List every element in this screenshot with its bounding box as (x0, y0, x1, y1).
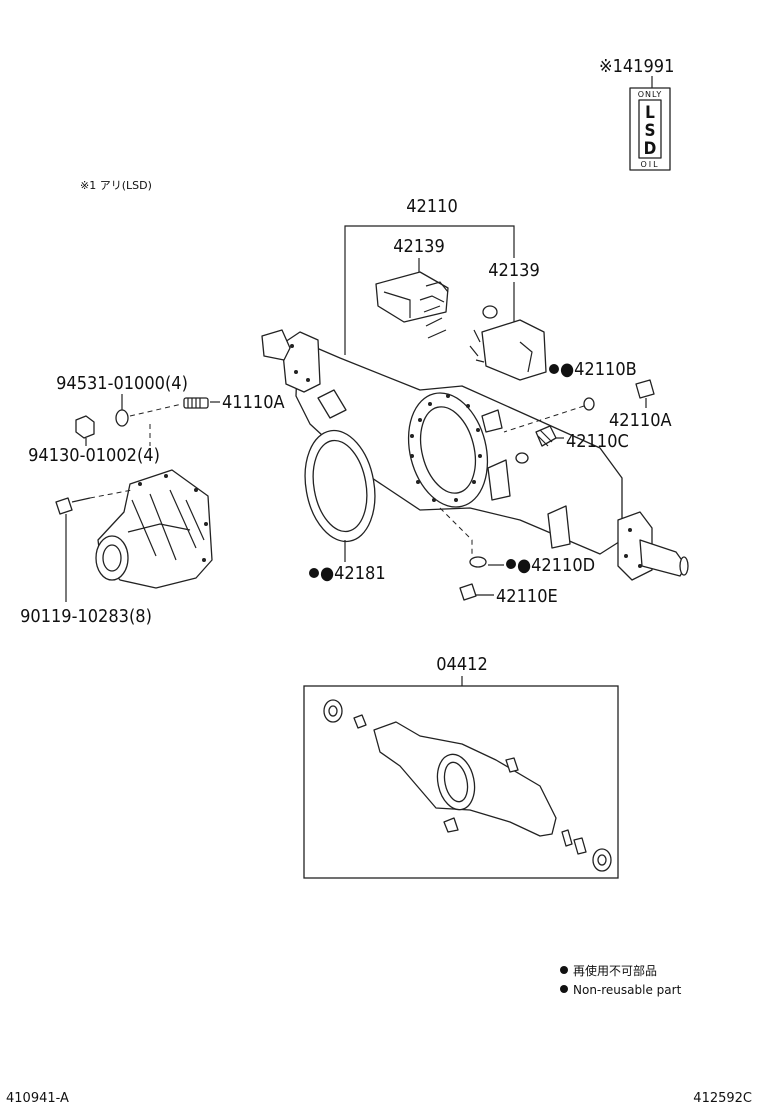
label-41991[interactable]: ※141991 (599, 56, 674, 77)
nut-94130 (75, 415, 95, 439)
carrier-gasket-42181 (304, 429, 376, 543)
differential-carrier (95, 469, 213, 589)
label-42110D[interactable]: ●42110D (517, 555, 595, 576)
legend-jp: 再使用不可部品 (573, 963, 657, 978)
svg-text:OIL: OIL (640, 160, 659, 169)
lsd-note: ※1 アリ(LSD) (80, 179, 152, 192)
gasket-42110D (469, 556, 487, 568)
label-04412[interactable]: 04412 (436, 654, 488, 675)
kit-contents (323, 699, 612, 872)
label-42110A[interactable]: 42110A (609, 410, 672, 431)
non-reusable-dot (549, 364, 559, 374)
breather-cover-right (469, 305, 547, 381)
legend-dot-en (560, 985, 568, 993)
label-42110C[interactable]: 42110C (566, 431, 629, 452)
stud-41110A (183, 397, 209, 409)
label-42139-left[interactable]: 42139 (393, 236, 445, 257)
svg-text:D: D (644, 139, 657, 159)
legend-dot-jp (560, 966, 568, 974)
svg-text:S: S (644, 121, 655, 141)
svg-text:L: L (645, 103, 655, 123)
label-42110E[interactable]: 42110E (496, 586, 558, 607)
label-94531[interactable]: 94531-01000(4) (56, 373, 188, 394)
axle-housing (261, 329, 689, 581)
label-42110B[interactable]: ●42110B (560, 359, 637, 380)
bolt-42110A (583, 379, 655, 411)
label-94130[interactable]: 94130-01002(4) (28, 445, 160, 466)
washer-94531 (115, 409, 129, 427)
code-left: 410941-A (6, 1091, 69, 1106)
legend-en: Non-reusable part (573, 983, 682, 997)
breather-plug-42110C (535, 425, 557, 447)
label-41110A[interactable]: 41110A (222, 392, 285, 413)
plug-42110E (459, 583, 477, 601)
label-90119[interactable]: 90119-10283(8) (20, 606, 152, 627)
code-right: 412592C (693, 1091, 752, 1106)
kit-box (303, 685, 619, 879)
bolt-90119 (55, 497, 91, 515)
label-42181[interactable]: ●42181 (320, 563, 386, 584)
label-42110[interactable]: 42110 (406, 196, 458, 217)
svg-text:ONLY: ONLY (638, 90, 663, 99)
breather-cover-left (375, 271, 449, 339)
label-42139-right[interactable]: 42139 (488, 260, 540, 281)
lsd-oil-sticker: ONLY L S D OIL (629, 87, 671, 171)
